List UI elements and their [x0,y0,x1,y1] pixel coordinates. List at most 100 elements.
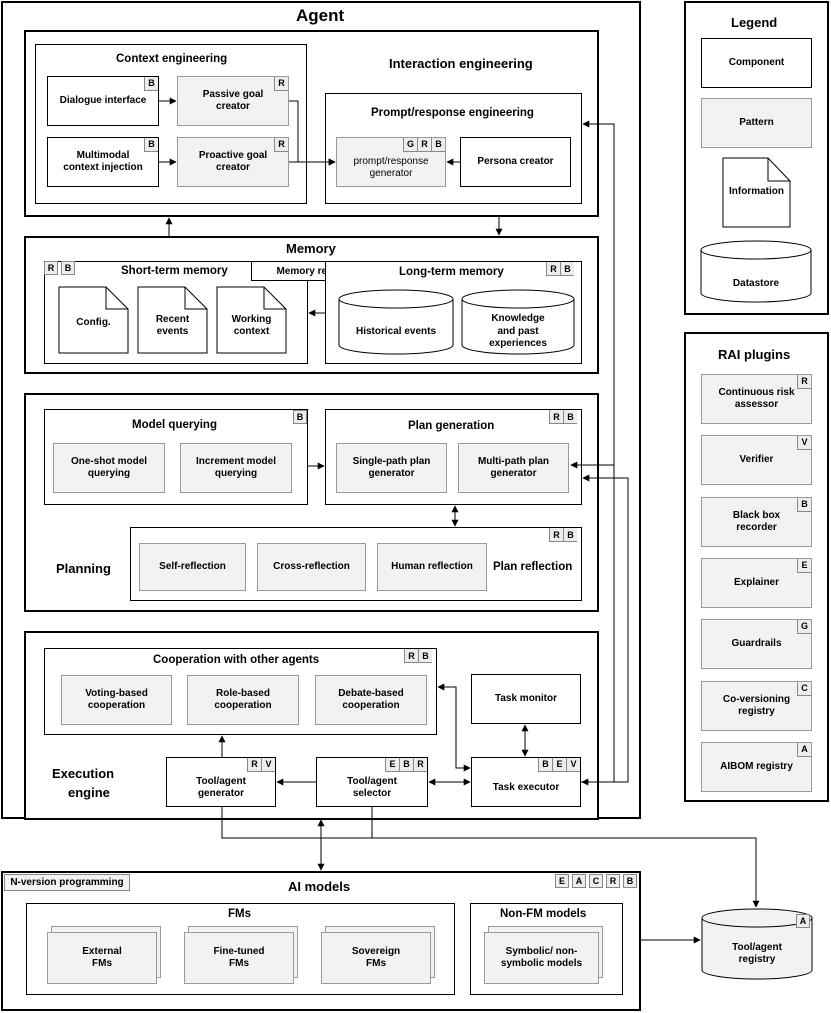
tag: G [797,620,811,634]
tag: A [796,914,810,928]
tag: E [385,758,399,772]
one-shot-model-querying[interactable]: One-shot model querying [53,443,165,493]
rai-plugin-label: Continuous risk assessor [718,386,795,411]
legend-component-label: Component [728,56,785,68]
cross-reflection-label: Cross-reflection [273,560,350,572]
voting-based-cooperation[interactable]: Voting-based cooperation [61,675,172,725]
tag: B [431,138,445,152]
single-path-plan-generator[interactable]: Single-path plan generator [336,443,447,493]
non-fm-title: Non-FM models [500,908,587,920]
config-doc[interactable]: Config. [76,316,111,328]
rai-plugin-guardrails[interactable]: Guardrails G [701,619,812,669]
tag: R [546,262,560,276]
working-context-doc[interactable]: Working context [231,313,272,338]
debate-label: Debate-based cooperation [338,687,404,712]
legend-information: Information [729,185,784,197]
knowledge-store[interactable]: Knowledge and past experiences [489,313,547,350]
dialogue-interface[interactable]: Dialogue interface B [47,76,159,126]
sovereign-fms-label: Sovereign FMs [351,945,401,970]
passive-goal-creator[interactable]: Passive goal creator R [177,76,289,126]
ai-models-title: AI models [288,879,351,894]
tag: B [623,874,637,888]
legend-pattern: Pattern [701,98,812,148]
interaction-engineering-title: Interaction engineering [389,56,533,71]
rai-plugin-label: AIBOM registry [720,760,793,772]
tag: R [404,649,418,663]
tag: C [589,874,603,888]
cross-reflection[interactable]: Cross-reflection [257,543,366,591]
tool-generator-label: Tool/agent generator [196,775,246,800]
rai-plugin-label: Guardrails [731,637,782,649]
proactive-goal-label: Proactive goal creator [198,149,268,174]
multimodal-context-label: Multimodal context injection [63,149,143,174]
n-version-programming[interactable]: N-version programming [4,874,130,891]
tag: A [572,874,586,888]
increment-model-querying[interactable]: Increment model querying [180,443,292,493]
rai-plugin-explainer[interactable]: Explainer E [701,558,812,608]
passive-goal-label: Passive goal creator [202,88,264,113]
proactive-goal-creator[interactable]: Proactive goal creator R [177,137,289,187]
dialogue-interface-label: Dialogue interface [59,94,147,106]
model-querying-title: Model querying [132,419,217,431]
legend-component: Component [701,38,812,88]
increment-label: Increment model querying [195,455,277,480]
tag: B [144,138,158,152]
tag: B [293,410,307,424]
rai-plugin-label: Explainer [733,576,780,588]
role-based-cooperation[interactable]: Role-based cooperation [187,675,299,725]
tag: B [563,528,577,542]
tool-agent-registry[interactable]: Tool/agent registry [732,941,782,966]
debate-based-cooperation[interactable]: Debate-based cooperation [315,675,427,725]
tag: E [552,758,566,772]
tag: E [797,559,811,573]
long-term-memory-title: Long-term memory [399,266,504,278]
historical-events-store[interactable]: Historical events [355,325,437,337]
task-executor-label: Task executor [492,781,560,793]
external-fms[interactable]: External FMs [47,926,161,984]
persona-creator[interactable]: Persona creator [460,137,571,187]
tag: B [563,410,577,424]
symbolic-models-label: Symbolic/ non-symbolic models [500,945,583,970]
fine-tuned-fms[interactable]: Fine-tuned FMs [184,926,298,984]
plan-generation-title: Plan generation [408,420,495,432]
tag: R [417,138,431,152]
prompt-response-engineering-title: Prompt/response engineering [371,107,534,119]
legend-title: Legend [731,15,778,30]
legend-pattern-label: Pattern [739,116,774,128]
memory-retrieval-label: Memory retrieval [276,265,357,277]
tag: B [418,649,432,663]
multimodal-context-injection[interactable]: Multimodal context injection B [47,137,159,187]
self-reflection[interactable]: Self-reflection [139,543,246,591]
task-monitor[interactable]: Task monitor [471,674,581,724]
tag: R [606,874,620,888]
tag: R [549,410,563,424]
tag: R [413,758,427,772]
tag: V [261,758,275,772]
tag: R [549,528,563,542]
symbolic-models[interactable]: Symbolic/ non-symbolic models [484,926,603,984]
short-term-memory-title: Short-term memory [121,265,228,277]
multi-path-label: Multi-path plan generator [477,455,550,480]
tool-agent-selector[interactable]: Tool/agent selector E B R [316,757,428,807]
prompt-response-generator[interactable]: prompt/response generator G R B [336,137,446,187]
tag: R [797,375,811,389]
tool-agent-generator[interactable]: Tool/agent generator R V [166,757,276,807]
tag: B [538,758,552,772]
fms-title: FMs [228,908,251,920]
task-executor[interactable]: Task executor B E V [471,757,581,807]
rai-plugins-title: RAI plugins [718,347,791,362]
human-reflection-label: Human reflection [391,560,473,572]
tag: B [399,758,413,772]
tool-selector-label: Tool/agent selector [347,775,397,800]
recent-events-doc[interactable]: Recent events [155,313,190,338]
planning-title: Planning [56,561,111,576]
sovereign-fms[interactable]: Sovereign FMs [321,926,435,984]
tag: V [797,436,811,450]
human-reflection[interactable]: Human reflection [377,543,487,591]
multi-path-plan-generator[interactable]: Multi-path plan generator [458,443,569,493]
